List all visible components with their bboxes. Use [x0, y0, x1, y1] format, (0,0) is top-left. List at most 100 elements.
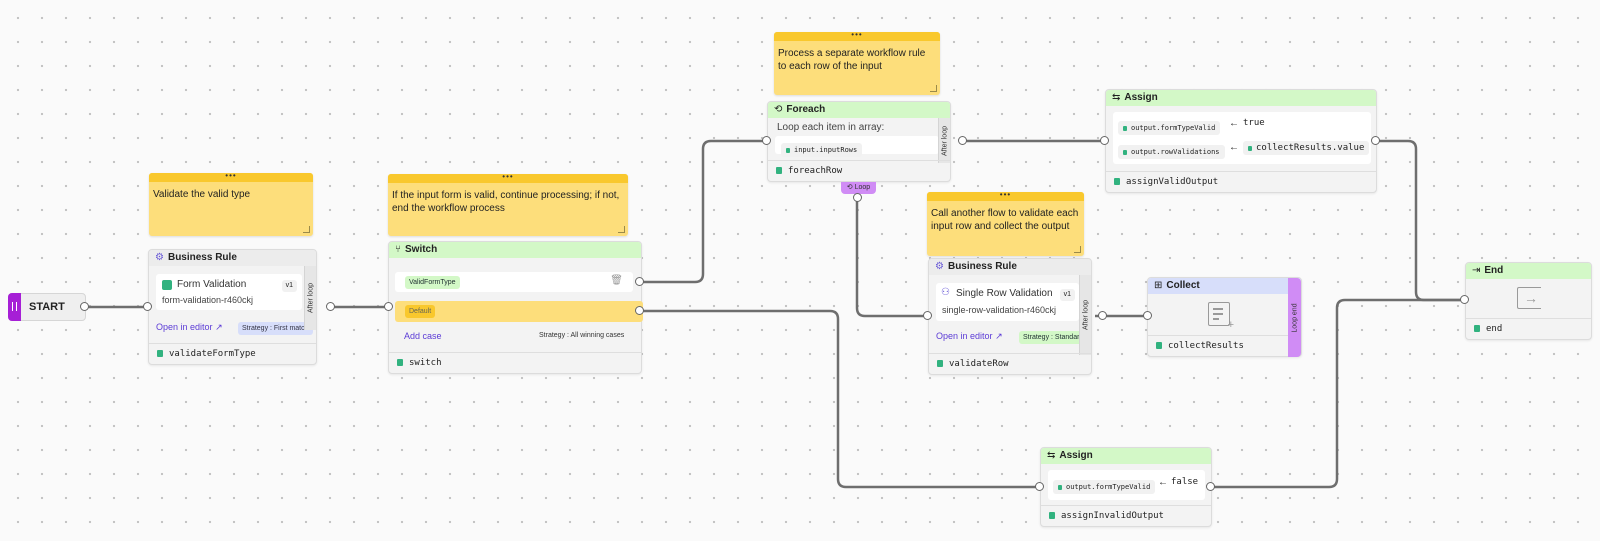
open-in-editor-link[interactable]: Open in editor ↗	[156, 322, 223, 333]
edge-assign-invalid-to-end	[1211, 298, 1464, 489]
node-output: assignValidOutput	[1106, 171, 1376, 192]
node-header-label: Assign	[1059, 450, 1093, 461]
business-rule-2-output-port[interactable]	[1098, 311, 1107, 320]
rule-title: Form Validation	[177, 279, 247, 290]
note-menu-icon[interactable]: •••	[774, 31, 940, 41]
after-loop-tab[interactable]: After loop	[1079, 275, 1091, 355]
loop-text: Loop each item in array:	[777, 122, 885, 133]
foreach-node[interactable]: ⟲Foreach Loop each item in array: input.…	[767, 101, 951, 182]
add-case-button[interactable]: Add case	[404, 331, 442, 341]
loop-tag-label: Loop	[854, 184, 871, 191]
node-header: ⚙Business Rule	[929, 259, 1091, 275]
business-rule-1-input-port[interactable]	[143, 302, 152, 311]
start-handle[interactable]	[8, 293, 21, 321]
trash-icon[interactable]: 🗑	[610, 275, 623, 286]
open-in-editor-label: Open in editor	[156, 322, 213, 332]
note-single-row[interactable]: ••• Call another flow to validate each i…	[927, 191, 1084, 256]
foreach-output-port[interactable]	[958, 136, 967, 145]
assignment-list[interactable]: output.formTypeValid ← false	[1048, 470, 1205, 500]
external-link-icon: ↗	[215, 322, 223, 332]
assignment-list[interactable]: output.formTypeValid ← true output.rowVa…	[1113, 112, 1371, 164]
business-rule-node-form-validation[interactable]: ⚙Business Rule Form Validation v1 form-v…	[148, 249, 317, 365]
resize-icon[interactable]	[618, 226, 625, 233]
output-name: assignInvalidOutput	[1061, 511, 1164, 521]
edge-switch-case-to-foreach	[640, 139, 767, 284]
node-header-label: Business Rule	[167, 252, 237, 263]
case-badge: ValidFormType	[405, 276, 460, 289]
business-rule-2-input-port[interactable]	[923, 311, 932, 320]
workflow-icon: ⚇	[941, 287, 950, 298]
assignment-row[interactable]: output.formTypeValid ← false	[1053, 476, 1203, 494]
switch-case-output-port[interactable]	[635, 277, 644, 286]
foreach-input-port[interactable]	[762, 136, 771, 145]
business-rule-node-single-row[interactable]: ⚙Business Rule ⚇ Single Row Validation v…	[928, 258, 1092, 375]
loop-output-port[interactable]	[853, 193, 862, 202]
assign-valid-output-port[interactable]	[1371, 136, 1380, 145]
rule-card[interactable]: ⚇ Single Row Validation v1 single-row-va…	[936, 283, 1079, 321]
after-loop-tab[interactable]: After loop	[304, 266, 316, 330]
grip-icon	[12, 302, 17, 311]
loop-tag[interactable]: ⟲ Loop	[841, 182, 876, 194]
node-header-label: End	[1484, 265, 1504, 276]
node-output: validateRow	[929, 353, 1091, 374]
end-input-port[interactable]	[1460, 295, 1469, 304]
rule-card[interactable]: Form Validation v1 form-validation-r460c…	[156, 274, 302, 310]
loop-end-tab[interactable]: Loop end	[1288, 278, 1301, 357]
assign-arrow: ←	[1229, 142, 1239, 153]
node-output: assignInvalidOutput	[1041, 505, 1211, 526]
switch-input-port[interactable]	[384, 302, 393, 311]
edge-assign-valid-to-end	[1376, 139, 1464, 302]
target-label: output.formTypeValid	[1066, 483, 1151, 491]
assignment-row[interactable]: output.formTypeValid ← true	[1118, 117, 1363, 135]
assign-invalid-input-port[interactable]	[1035, 482, 1044, 491]
switch-default-row[interactable]: Default	[395, 301, 643, 322]
switch-default-output-port[interactable]	[635, 306, 644, 315]
node-output: collectResults	[1148, 335, 1288, 356]
assign-invalid-output-port[interactable]	[1206, 482, 1215, 491]
switch-strategy: Strategy : All winning cases	[539, 332, 625, 339]
start-output-port[interactable]	[80, 302, 89, 311]
database-icon	[1248, 146, 1252, 151]
note-menu-icon[interactable]: •••	[149, 172, 313, 182]
resize-icon[interactable]	[1074, 246, 1081, 253]
value-text: true	[1243, 118, 1265, 128]
target-label: output.formTypeValid	[1131, 124, 1216, 132]
assign-invalid-node[interactable]: ⇆Assign output.formTypeValid ← false ass…	[1040, 447, 1212, 527]
resize-icon[interactable]	[930, 85, 937, 92]
note-validate-type[interactable]: ••• Validate the valid type	[149, 172, 313, 236]
note-switch[interactable]: ••• If the input form is valid, continue…	[388, 173, 628, 236]
business-rule-1-output-port[interactable]	[326, 302, 335, 311]
target-chip: output.formTypeValid	[1053, 480, 1156, 494]
database-icon	[1049, 512, 1055, 519]
assign-icon: ⇆	[1112, 92, 1121, 103]
list-add-icon: +	[1208, 302, 1234, 331]
note-menu-icon[interactable]: •••	[927, 191, 1084, 201]
assign-valid-node[interactable]: ⇆Assign output.formTypeValid ← true outp…	[1105, 89, 1377, 193]
switch-node[interactable]: ⑂Switch ValidFormType 🗑 Default Add case…	[388, 241, 643, 374]
start-node[interactable]: START	[8, 293, 86, 321]
node-header: ⑂Switch	[389, 242, 641, 258]
loop-input-field[interactable]: input.inputRows	[775, 136, 939, 157]
open-in-editor-link[interactable]: Open in editor ↗	[936, 331, 1003, 342]
resize-icon[interactable]	[303, 226, 310, 233]
assign-valid-input-port[interactable]	[1100, 136, 1109, 145]
target-chip: output.rowValidations	[1118, 145, 1225, 159]
node-output: foreachRow	[768, 160, 950, 181]
assignment-row[interactable]: output.rowValidations ← collectResults.v…	[1118, 141, 1370, 159]
note-menu-icon[interactable]: •••	[388, 173, 628, 183]
collect-node[interactable]: ⊞Collect + Loop end collectResults	[1147, 277, 1302, 357]
node-header-label: Switch	[405, 244, 438, 255]
database-icon	[786, 148, 790, 153]
after-loop-tab[interactable]: After loop	[938, 118, 950, 163]
start-label: START	[29, 301, 65, 313]
strategy-badge: Strategy : First match	[238, 322, 313, 335]
node-header-label: Foreach	[786, 104, 826, 115]
assign-icon: ⇆	[1047, 450, 1056, 461]
note-text: Call another flow to validate each input…	[931, 208, 1079, 232]
node-header-label: Collect	[1166, 280, 1200, 291]
collect-input-port[interactable]	[1143, 311, 1152, 320]
note-foreach[interactable]: ••• Process a separate workflow rule to …	[774, 31, 940, 95]
switch-case-row[interactable]: ValidFormType 🗑	[395, 272, 633, 292]
end-node[interactable]: ⇥End → end	[1465, 262, 1592, 340]
